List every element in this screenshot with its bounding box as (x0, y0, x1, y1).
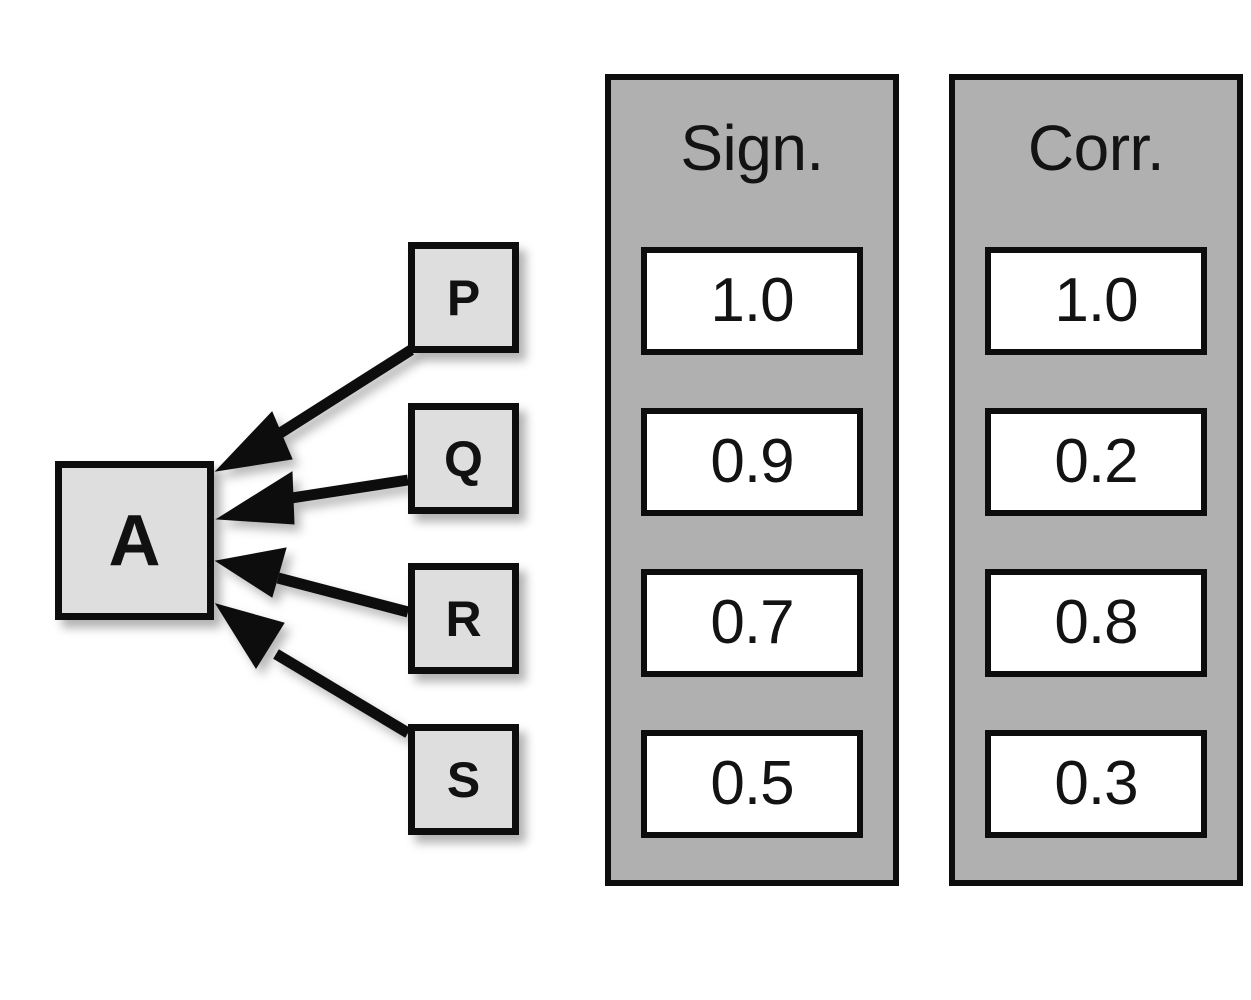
significance-value-r: 0.7 (641, 569, 863, 677)
graph-node-p[interactable]: P (408, 242, 519, 353)
graph-node-a[interactable]: A (55, 461, 214, 620)
edge-r-to-a (214, 547, 410, 618)
significance-value-q: 0.9 (641, 408, 863, 516)
graph-node-a-label: A (108, 500, 161, 581)
significance-value-p: 1.0 (641, 247, 863, 355)
edge-s-to-a (214, 603, 411, 738)
graph-node-q[interactable]: Q (408, 403, 519, 514)
significance-panel: Sign. 1.0 0.9 0.7 0.5 (605, 74, 899, 886)
correlation-value-r: 0.8 (985, 569, 1207, 677)
graph-node-p-label: P (446, 269, 481, 326)
correlation-value-s: 0.3 (985, 730, 1207, 838)
graph-node-r[interactable]: R (408, 563, 519, 674)
correlation-panel-title: Corr. (1027, 112, 1165, 184)
edge-p-to-a (214, 345, 414, 472)
graph-node-s-label: S (446, 751, 481, 808)
significance-panel-title: Sign. (680, 112, 824, 184)
graph-node-r-label: R (445, 590, 482, 647)
correlation-value-q: 0.2 (985, 408, 1207, 516)
correlation-panel: Corr. 1.0 0.2 0.8 0.3 (949, 74, 1243, 886)
edge-q-to-a (215, 471, 409, 525)
graph-node-s[interactable]: S (408, 724, 519, 835)
significance-value-s: 0.5 (641, 730, 863, 838)
graph-node-q-label: Q (444, 430, 483, 487)
correlation-value-p: 1.0 (985, 247, 1207, 355)
